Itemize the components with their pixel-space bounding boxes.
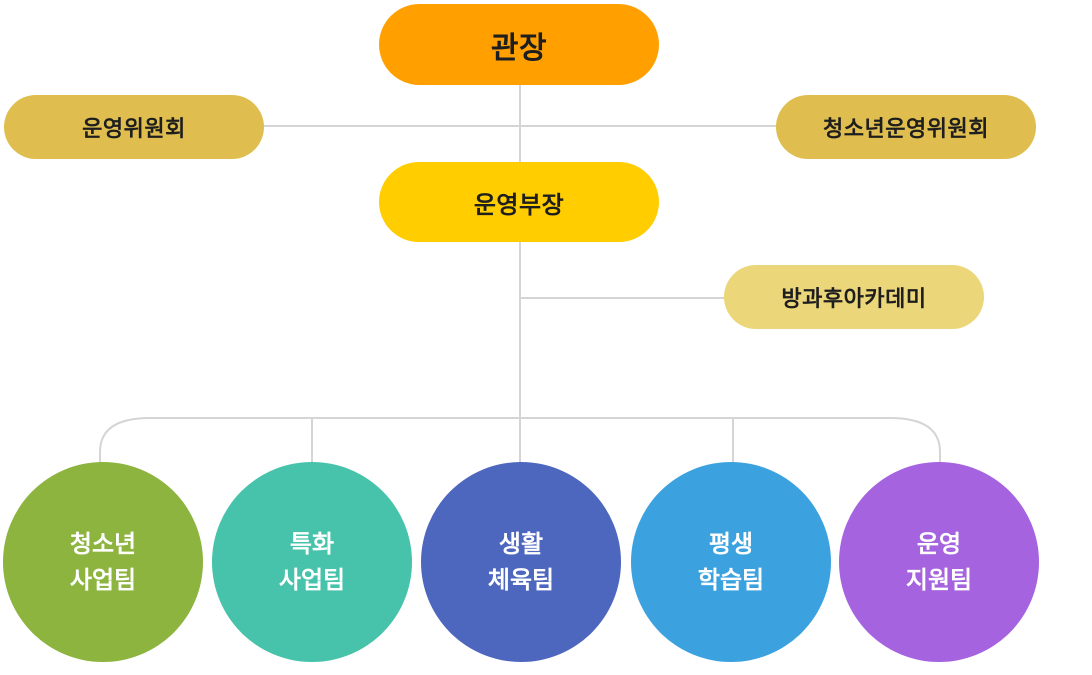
manager-node: 운영부장 [379,162,659,242]
team-label-line2: 학습팀 [697,566,765,594]
connector-teams-bus [99,417,941,463]
team-label-line2: 지원팀 [905,566,973,594]
academy-node: 방과후아카데미 [724,265,984,329]
manager-label: 운영부장 [473,190,565,219]
team-label-line2: 사업팀 [278,566,346,594]
committee-node-youth: 청소년운영위원회 [776,95,1036,159]
academy-label: 방과후아카데미 [781,287,927,312]
team-label-line1: 청소년 [69,530,137,558]
committee-label: 운영위원회 [82,117,186,142]
committee-label: 청소년운영위원회 [823,117,989,142]
team-node-operations-support: 운영 지원팀 [839,462,1039,662]
director-node: 관장 [379,4,659,85]
team-label-line1: 평생 [708,530,754,558]
team-label-line1: 운영 [916,530,962,558]
director-label: 관장 [490,30,548,66]
team-node-youth-program: 청소년 사업팀 [3,462,203,662]
team-node-special-program: 특화 사업팀 [212,462,412,662]
team-label-line1: 특화 [289,530,335,558]
team-node-lifelong-learning: 평생 학습팀 [631,462,831,662]
committee-node-operations: 운영위원회 [4,95,264,159]
team-label-line2: 사업팀 [69,566,137,594]
team-node-sports: 생활 체육팀 [421,462,621,662]
team-label-line1: 생활 [498,530,544,558]
team-label-line2: 체육팀 [487,566,555,594]
